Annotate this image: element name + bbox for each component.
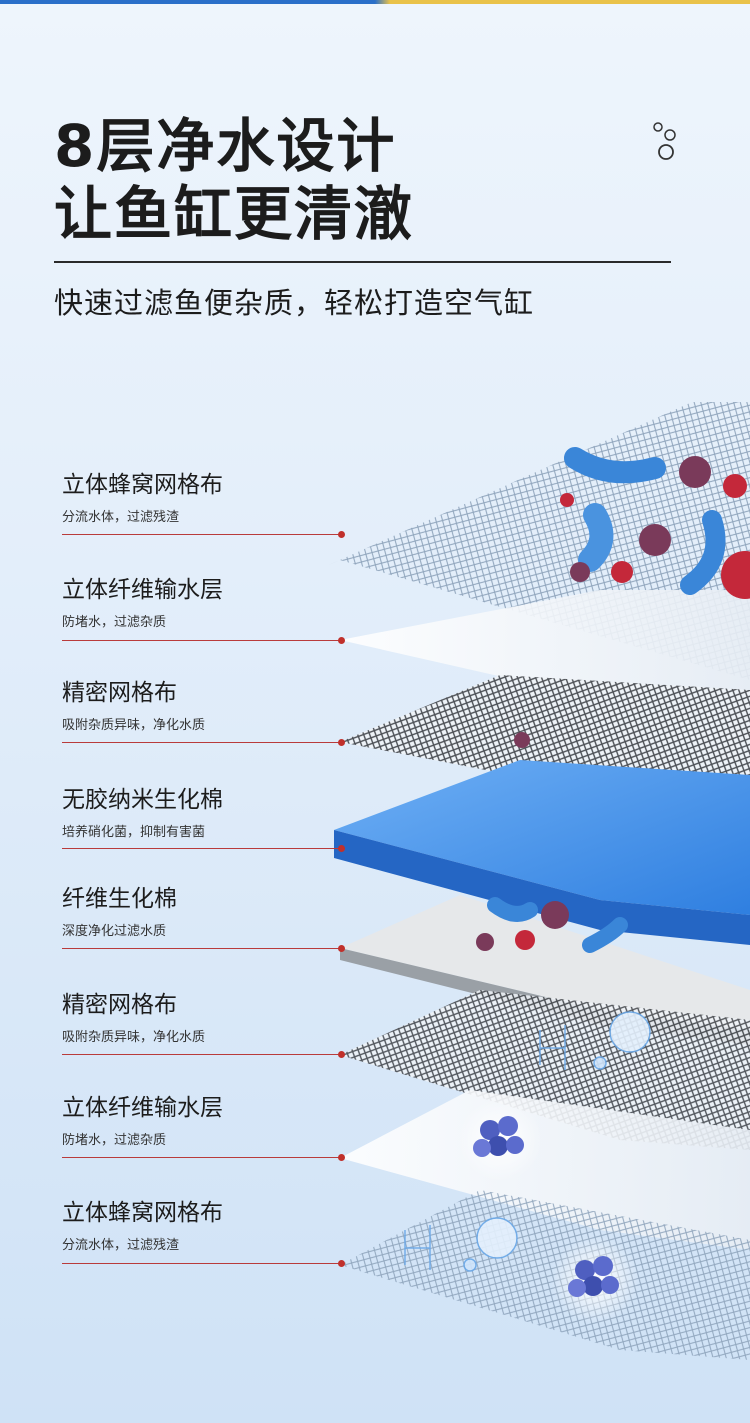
layer-label-2: 立体纤维输水层 防堵水，过滤杂质	[62, 575, 223, 630]
layer-fiber-water-bottom	[340, 1090, 750, 1250]
bacteria-icon	[487, 447, 726, 953]
leader-line-1	[62, 531, 345, 538]
layer-label-7: 立体纤维输水层 防堵水，过滤杂质	[62, 1093, 223, 1148]
bubbles-icon	[653, 122, 676, 160]
leader-line-6	[62, 1051, 345, 1058]
leader-line-3	[62, 739, 345, 746]
layer-name: 无胶纳米生化棉	[62, 787, 223, 813]
layer-desc: 分流水体，过滤残渣	[62, 510, 180, 525]
top-accent-bar	[0, 0, 750, 4]
title-line-2: 让鱼缸更清澈	[54, 180, 415, 248]
leader-line-8	[62, 1260, 345, 1267]
page-title: 8层净水设计 让鱼缸更清澈	[54, 112, 414, 248]
layer-fiber-water-top	[340, 590, 750, 690]
layer-name: 立体蜂窝网格布	[62, 472, 223, 498]
layer-nano-foam	[334, 760, 750, 915]
layer-label-4: 无胶纳米生化棉 培养硝化菌，抑制有害菌	[62, 785, 223, 840]
leader-line-4	[62, 845, 345, 852]
layer-desc: 分流水体，过滤残渣	[62, 1238, 180, 1253]
layer-desc: 吸附杂质异味，净化水质	[62, 718, 206, 733]
layer-desc: 深度净化过滤水质	[62, 924, 167, 939]
layer-honeycomb-mesh-bottom	[340, 1190, 750, 1360]
layer-name: 立体纤维输水层	[62, 577, 223, 603]
title-divider	[54, 261, 671, 263]
layer-label-8: 立体蜂窝网格布 分流水体，过滤残渣	[62, 1198, 223, 1253]
leader-line-5	[62, 945, 345, 952]
leader-line-2	[62, 637, 345, 644]
layer-label-3: 精密网格布 吸附杂质异味，净化水质	[62, 678, 205, 733]
layer-desc: 防堵水，过滤杂质	[62, 1133, 167, 1148]
layer-label-6: 精密网格布 吸附杂质异味，净化水质	[62, 990, 205, 1045]
layer-fiber-cotton	[340, 895, 750, 1030]
layer-name: 精密网格布	[62, 680, 177, 706]
virus-icon	[476, 456, 750, 951]
layer-label-5: 纤维生化棉 深度净化过滤水质	[62, 884, 177, 939]
cell-cluster-icon	[458, 1098, 639, 1324]
layer-name: 精密网格布	[62, 992, 177, 1018]
water-h2o-icon	[404, 1011, 651, 1272]
page-subtitle: 快速过滤鱼便杂质，轻松打造空气缸	[54, 286, 535, 320]
layer-name: 立体蜂窝网格布	[62, 1200, 223, 1226]
layer-desc: 防堵水，过滤杂质	[62, 615, 167, 630]
layer-name: 纤维生化棉	[62, 886, 177, 912]
layer-desc: 培养硝化菌，抑制有害菌	[62, 825, 206, 840]
title-line-1: 8层净水设计	[54, 112, 397, 180]
leader-line-7	[62, 1154, 345, 1161]
layer-name: 立体纤维输水层	[62, 1095, 223, 1121]
layer-label-1: 立体蜂窝网格布 分流水体，过滤残渣	[62, 470, 223, 525]
layer-desc: 吸附杂质异味，净化水质	[62, 1030, 206, 1045]
